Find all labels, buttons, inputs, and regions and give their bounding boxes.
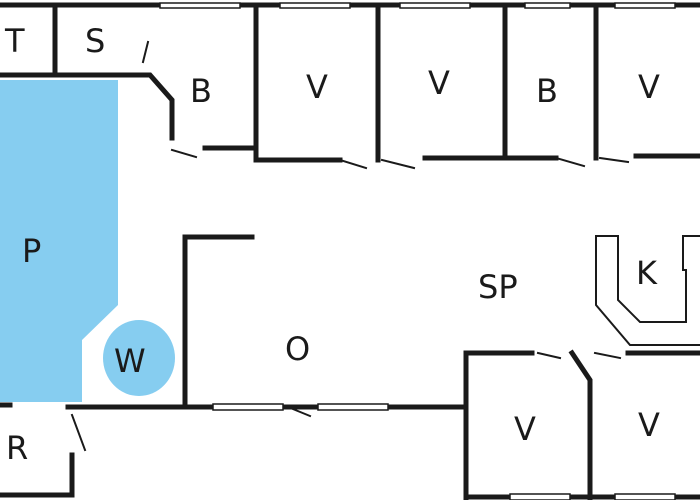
door-swing — [598, 156, 630, 164]
door-swing — [593, 351, 622, 360]
door-swing — [286, 405, 312, 418]
top-window — [614, 2, 676, 9]
room-label-v5: V — [638, 406, 660, 444]
room-label-b2: B — [536, 72, 558, 110]
room-label-b1: B — [190, 72, 212, 110]
bottom-window — [614, 493, 676, 500]
door-swing — [141, 40, 150, 64]
kitchen-counter — [595, 235, 700, 346]
room-label-v1: V — [306, 68, 328, 106]
room-label-p: P — [22, 232, 41, 270]
door-swing — [70, 413, 87, 452]
bottom-window — [509, 493, 571, 500]
wall — [137, 72, 175, 141]
kitchen-counter — [682, 235, 700, 323]
room-label-k: K — [636, 254, 658, 292]
wall — [568, 349, 593, 500]
door-swing — [338, 158, 368, 170]
door-swing — [170, 148, 198, 159]
top-window — [399, 2, 471, 9]
room-label-v2: V — [428, 64, 450, 102]
room-label-t: T — [4, 22, 25, 60]
room-label-v3: V — [638, 68, 660, 106]
room-label-o: O — [285, 330, 310, 368]
kitchen-counter — [595, 235, 687, 323]
top-window — [524, 2, 571, 9]
top-window — [159, 2, 241, 9]
whirlpool-area — [103, 320, 175, 396]
pool-area — [0, 80, 118, 402]
room-label-v4: V — [514, 410, 536, 448]
room-label-s: S — [85, 22, 105, 60]
bottom-window — [317, 403, 389, 411]
bottom-window — [212, 403, 284, 411]
room-label-w: W — [114, 342, 146, 380]
door-swing — [536, 351, 562, 360]
door-swing — [380, 158, 416, 170]
door-swing — [554, 156, 586, 168]
room-label-sp: SP — [478, 268, 518, 306]
top-window — [279, 2, 351, 9]
room-label-r: R — [6, 429, 28, 467]
